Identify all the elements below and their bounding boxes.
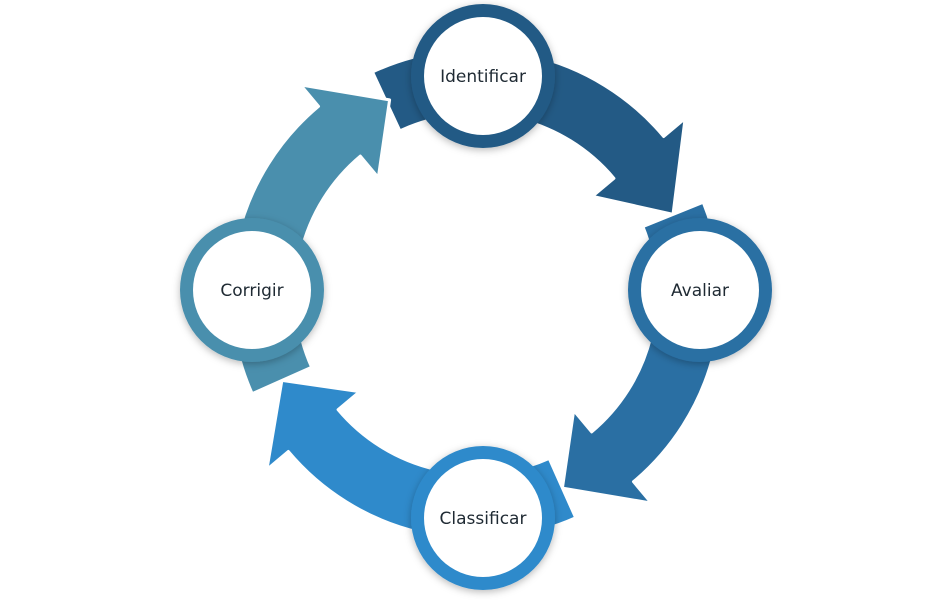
node-label-classificar: Classificar [440, 509, 527, 529]
node-label-avaliar: Avaliar [671, 281, 729, 301]
node-label-identificar: Identificar [440, 67, 526, 87]
node-classificar: Classificar [411, 446, 555, 590]
node-corrigir: Corrigir [180, 218, 324, 362]
node-identificar: Identificar [411, 4, 555, 148]
node-label-corrigir: Corrigir [220, 281, 283, 301]
node-avaliar: Avaliar [628, 218, 772, 362]
